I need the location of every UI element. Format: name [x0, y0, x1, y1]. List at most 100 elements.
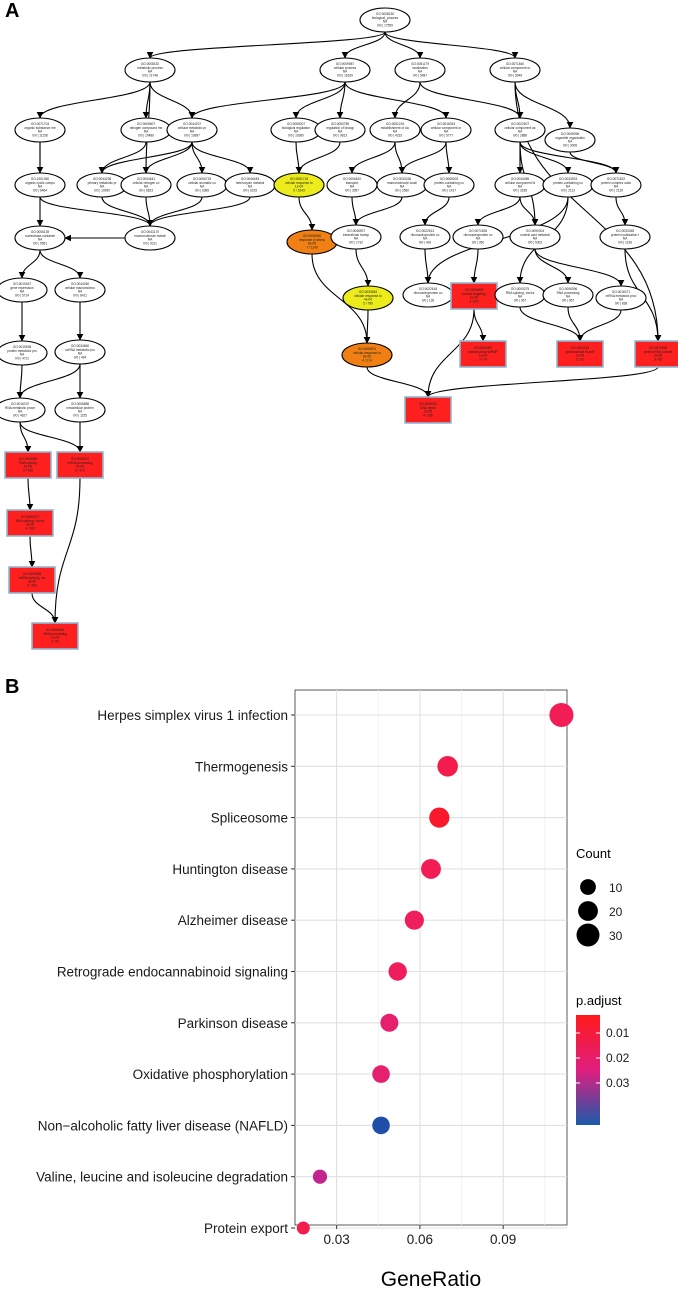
dag-node-ellipse [166, 117, 218, 143]
dag-edge [28, 535, 36, 568]
dag-edge [146, 196, 251, 227]
dag-node-text: biological regulation [282, 126, 310, 130]
dag-node-text: 0/0 | 5949 [508, 73, 522, 77]
dag-node-text: GO:0008152 [141, 62, 159, 66]
dag-node-text: GO:0090304 [526, 229, 544, 233]
dag-node-text: GO:0006396 [559, 287, 577, 291]
dag-node-text: NA [78, 410, 83, 414]
dag-edge [519, 196, 539, 226]
dag-node-text: 2e-05 [576, 354, 584, 358]
dag-node-text: NA [400, 185, 405, 189]
dag-edge [424, 366, 659, 398]
dag-node-text: 2 / 32 [576, 357, 584, 361]
dag-node-ellipse [342, 285, 394, 311]
dag-edge [36, 81, 151, 119]
dag-node-ellipse [420, 117, 472, 143]
dag-node-text: cellular metabolic pr [178, 126, 207, 130]
dag-node-text: primary metabolic pr [88, 181, 118, 185]
category-label: Herpes simplex virus 1 infection [97, 708, 288, 723]
dag-node-text: protein-containing co [553, 181, 583, 185]
dag-node-text: cellular component as [504, 126, 535, 130]
dag-node-text: GO:0034660 [71, 344, 89, 348]
legend-size-dot [580, 879, 596, 895]
dag-node-text: 0/0 | 8411 [73, 293, 87, 297]
dag-node-text: 0/0 | 1417 [442, 188, 456, 192]
dag-node-ellipse [314, 117, 366, 143]
x-tick-label: 0.03 [323, 1232, 349, 1247]
dag-edge [298, 196, 316, 231]
dag-node-text: NA [38, 130, 43, 134]
dag-node-text: GO:0006974 [358, 347, 376, 351]
dag-edge [16, 363, 81, 399]
dag-node-text: NA [144, 185, 149, 189]
dag-edge [419, 81, 524, 119]
dag-node-ellipse [120, 172, 172, 198]
dag-node-text: NA [248, 185, 253, 189]
dag-node-text: NA [623, 237, 628, 241]
dag-edge [615, 196, 629, 226]
dag-node-box [634, 340, 678, 368]
dag-node-text: 0/0 | 17559 [377, 23, 393, 27]
dag-node-text: NA [447, 185, 452, 189]
dag-node-text: protein metabolic pro [7, 349, 37, 353]
data-point [380, 1013, 399, 1032]
dag-node-text: 2e-05 [470, 296, 478, 300]
dag-node-ellipse [124, 57, 176, 83]
dag-node-text: GO:0016070 [11, 402, 29, 406]
dag-edge [421, 196, 450, 226]
dag-node-text: cellular nitrogen co [133, 181, 160, 185]
dag-node-text: macromolecule locali [387, 181, 417, 185]
dag-edge [191, 141, 254, 174]
dag-node-text: 3e-05 [28, 580, 36, 584]
dag-node-text: GO:0071704 [31, 122, 49, 126]
dag-edge [534, 248, 572, 284]
dag-node-text: GO:0008150 [376, 12, 394, 16]
data-point [437, 756, 458, 777]
data-point [296, 1221, 310, 1235]
dag-edge [366, 366, 432, 398]
dag-node-text: 4 / 186 [423, 413, 433, 417]
dag-node-text: NA [568, 140, 573, 144]
dag-edge [19, 421, 32, 453]
dag-node-text: localization [412, 66, 428, 70]
dag-node-ellipse [14, 117, 66, 143]
dag-node-text: GO:0009987 [336, 62, 354, 66]
dag-node-text: GO:0033036 [393, 177, 411, 181]
dag-node-text: 3 / 74 [479, 357, 487, 361]
dag-node-text: 4 / 363 [25, 526, 35, 530]
dag-node-text: cellular component or [500, 66, 531, 70]
dag-edge [101, 196, 154, 227]
dag-node-text: GO:0010467 [13, 282, 31, 286]
legend-count-title: Count [576, 846, 611, 861]
dag-node-text: GO:0006364 [46, 628, 64, 632]
dag-node-ellipse [273, 172, 325, 198]
dag-node-text: protein-containing co [434, 181, 464, 185]
dag-edge [295, 141, 303, 174]
dag-node-text: 0/0 | 2888 [513, 133, 527, 137]
dag-node-text: NA [200, 185, 205, 189]
dag-node-text: 0/0 | 6389 [195, 188, 209, 192]
kegg-dotplot: Herpes simplex virus 1 infectionThermoge… [36, 689, 630, 1291]
data-point [372, 1116, 390, 1135]
dag-edge [188, 81, 346, 119]
dag-node-text: metabolic process [137, 66, 163, 70]
